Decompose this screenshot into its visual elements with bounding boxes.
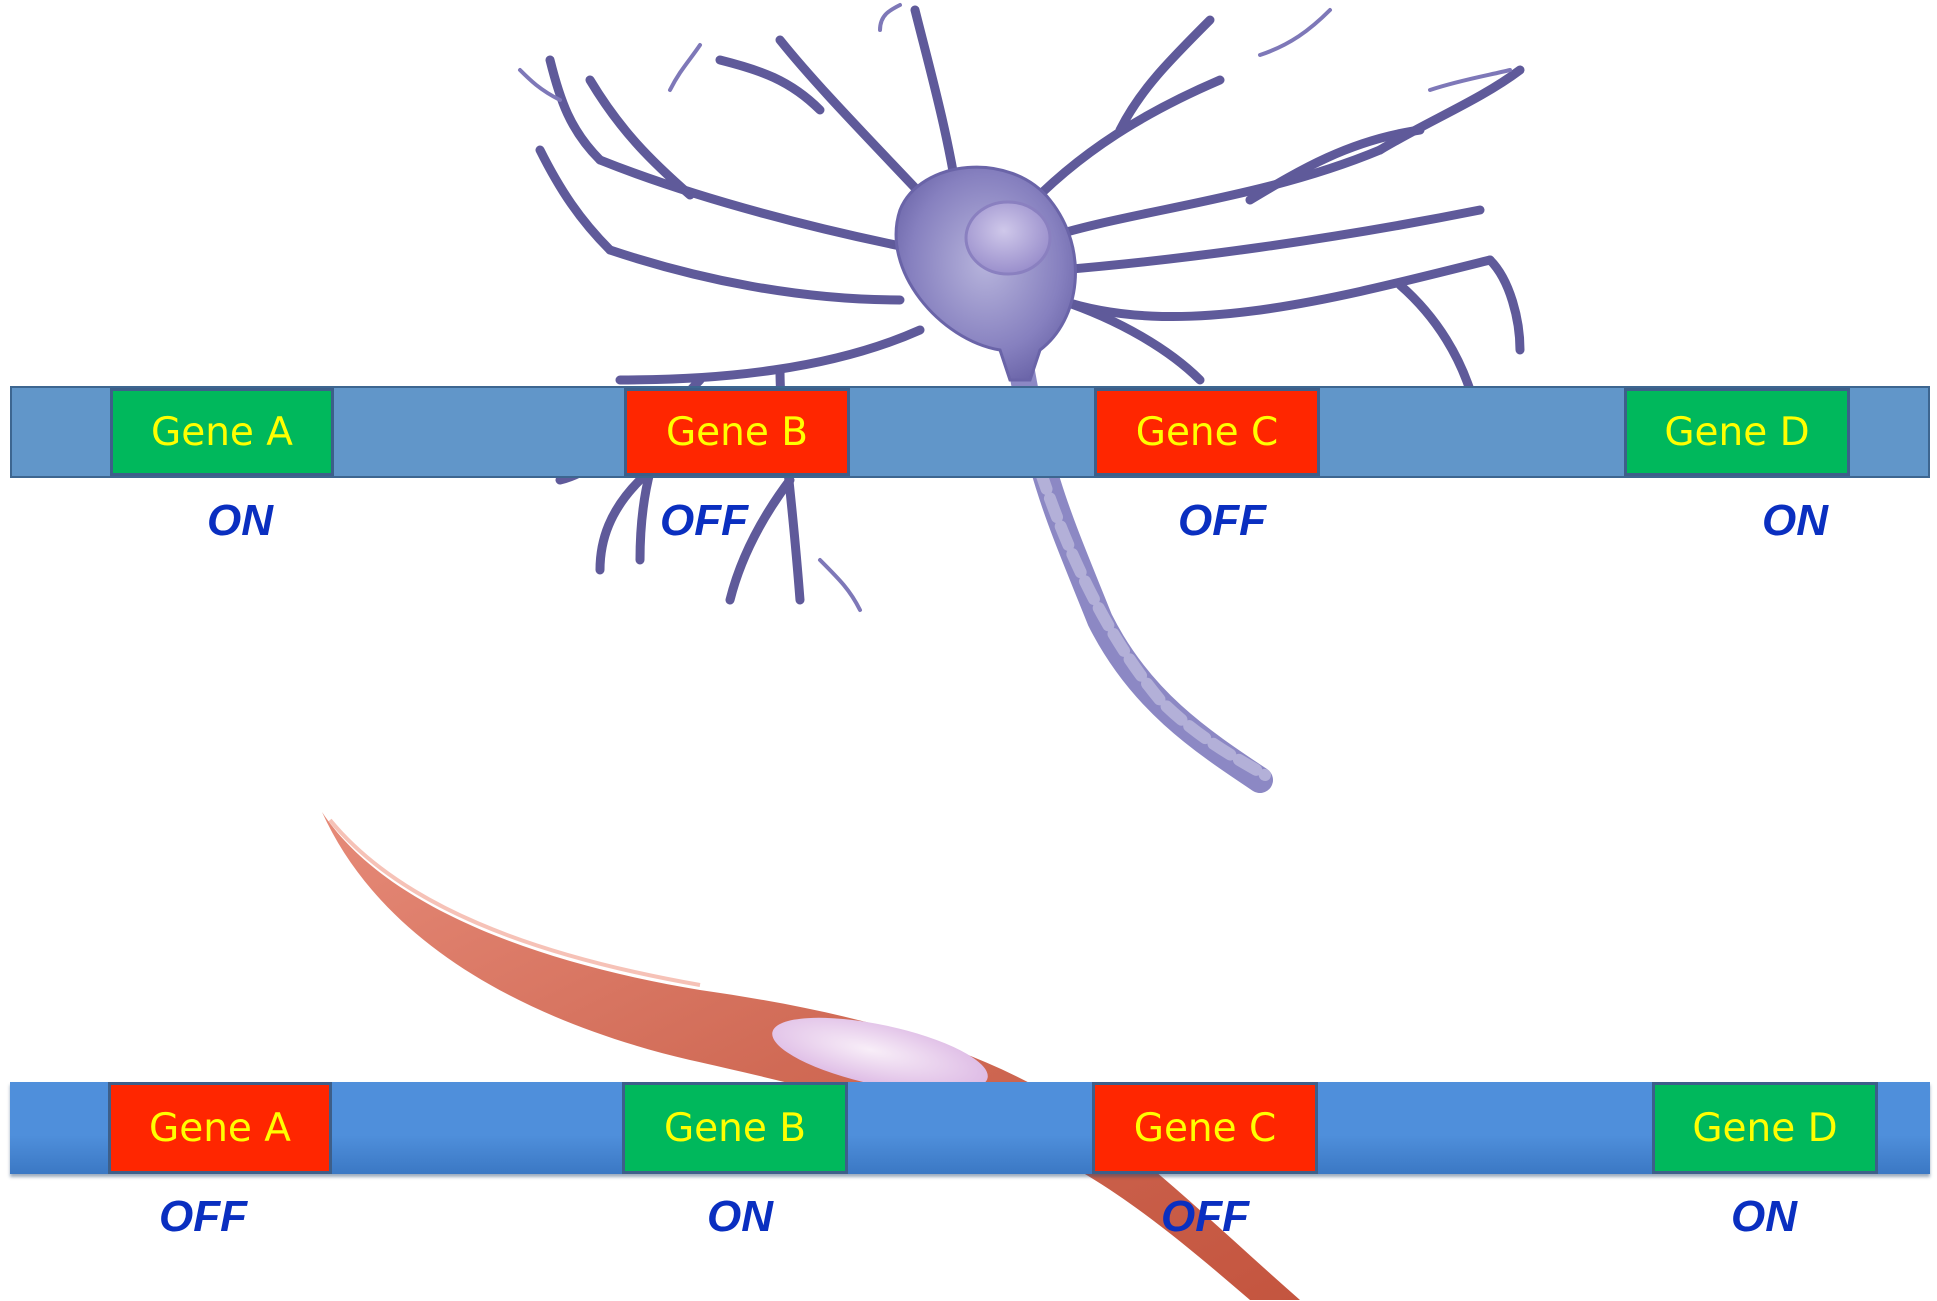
gene-a-neuron: Gene A (110, 388, 334, 476)
gene-state-label: ON (1664, 1192, 1864, 1242)
gene-label: Gene B (664, 1106, 806, 1151)
gene-state-label: ON (640, 1192, 840, 1242)
gene-state-label: ON (1695, 496, 1895, 546)
gene-state-label: OFF (103, 1192, 303, 1242)
dna-strand-muscle: Gene A Gene B Gene C Gene D (10, 1082, 1930, 1174)
gene-label: Gene D (1664, 410, 1809, 455)
gene-c-neuron: Gene C (1094, 388, 1320, 476)
dna-strand-neuron: Gene A Gene B Gene C Gene D (10, 386, 1930, 478)
gene-label: Gene A (151, 410, 293, 455)
gene-state-label: OFF (604, 496, 804, 546)
gene-label: Gene D (1692, 1106, 1837, 1151)
gene-state-label: ON (140, 496, 340, 546)
gene-a-muscle: Gene A (108, 1082, 332, 1174)
gene-label: Gene A (149, 1106, 291, 1151)
gene-state-label: OFF (1105, 1192, 1305, 1242)
gene-d-muscle: Gene D (1652, 1082, 1878, 1174)
gene-label: Gene C (1136, 410, 1279, 455)
gene-d-neuron: Gene D (1624, 388, 1850, 476)
gene-b-muscle: Gene B (622, 1082, 848, 1174)
gene-b-neuron: Gene B (624, 388, 850, 476)
gene-label: Gene B (666, 410, 808, 455)
gene-c-muscle: Gene C (1092, 1082, 1318, 1174)
gene-state-label: OFF (1122, 496, 1322, 546)
gene-label: Gene C (1134, 1106, 1277, 1151)
